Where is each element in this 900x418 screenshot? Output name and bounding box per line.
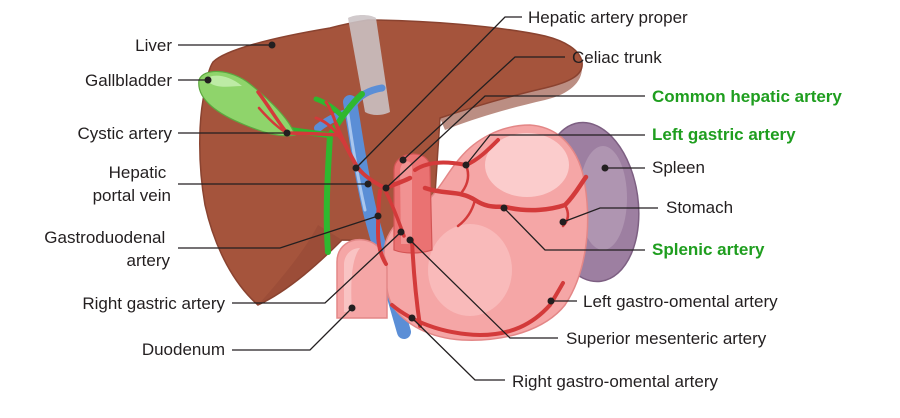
highlighted-labels: Common hepatic artery Left gastric arter… [652,87,842,259]
hepatic-artery-branch-right [314,116,347,147]
common-hepatic-artery-pointer-dot [382,184,390,192]
superior-mesenteric-artery-leader-line [409,239,558,339]
left-gastric-artery-pointer-dot [462,161,470,169]
stomach-pointer-dot [559,218,567,226]
hepatic-artery-branch-left [324,100,338,126]
right-gastric-artery-label: Right gastric artery [82,294,225,313]
hepatic-artery-proper-label: Hepatic artery proper [528,8,688,27]
celiac-trunk-leader-line [402,56,565,161]
right-gastric-artery-leader-line [232,231,402,304]
hepatic-portal-vein-label: Hepatic portal vein [93,163,171,205]
gallbladder-highlight [206,75,242,87]
gastroduodenal-artery-label: Gastroduodenal artery [44,228,170,270]
leader-lines [178,16,658,381]
celiac-trunk-label: Celiac trunk [572,48,662,67]
splenic-artery-leader-line [503,207,645,251]
duodenum-label: Duodenum [142,340,225,359]
celiac-trunk-pointer-dot [399,156,407,164]
stomach-label: Stomach [666,198,733,217]
common-hepatic-artery-label: Common hepatic artery [652,87,842,106]
stomach-organ [383,124,589,341]
stomach-leader-line [562,207,658,223]
left-gastric-artery-leader-line [465,134,645,166]
gallbladder-pointer-dot [204,76,212,84]
right-gastro-omental-artery-leader-line [411,317,505,381]
portal-vein-highlight [345,106,367,212]
superior-mesenteric-artery-pointer-dot [406,236,414,244]
spleen-pointer-dot [601,164,609,172]
celiac-trunk-vessel [393,153,433,254]
right-gastro-omental-artery-label: Right gastro-omental artery [512,372,718,391]
hepatic-artery-proper-pointer-dot [352,164,360,172]
right-gastro-omental-artery-pointer-dot [408,314,416,322]
common-hepatic-artery-leader-line [385,95,645,189]
cystic-artery-label: Cystic artery [78,124,173,143]
aorta-shape [393,153,433,254]
hepatic-portal-vein-label-line-2: portal vein [93,186,171,205]
splenic-artery-vessel [422,174,589,213]
left-gastro-omental-artery-pointer-dot [547,297,555,305]
pointer-dots [204,41,609,322]
gastroduodenal-artery-label-line-1: Gastroduodenal [44,228,165,247]
duodenum-leader-line [232,307,353,351]
superior-mesenteric-artery-label: Superior mesenteric artery [566,329,767,348]
duodenum-organ [336,238,388,319]
hepatic-portal-vein-pointer-dot [364,180,372,188]
liver-label: Liver [135,36,172,55]
common-hepatic-duct [327,91,365,138]
liver-underside-shading [440,68,582,130]
hepatic-artery-proper-leader-line [355,16,522,169]
splenic-artery-label: Splenic artery [652,240,765,259]
duodenum-pointer-dot [348,304,356,312]
labels: Liver Gallbladder Cystic artery Hepatic … [44,8,778,391]
splenic-artery-pointer-dot [500,204,508,212]
left-gastro-omental-artery-label: Left gastro-omental artery [583,292,778,311]
gastroduodenal-artery-leader-line [178,215,379,249]
gastro-omental-arcade [390,281,565,337]
spleen-highlight [579,146,627,250]
gastroduodenal-artery-label-line-2: artery [127,251,171,270]
liver-left-lobe-shading [258,225,342,305]
stomach-fundus-highlight [485,133,569,197]
splenic-artery-stomach-branch [456,198,477,228]
cystic-artery-pointer-dot [283,129,291,137]
liver-organ [199,15,583,306]
gastroduodenal-artery-vessel [376,189,388,266]
right-gastric-artery-pointer-dot [397,228,405,236]
left-gastric-artery-label: Left gastric artery [652,125,796,144]
spleen-label: Spleen [652,158,705,177]
liver-pointer-dot [268,41,276,49]
duodenum-highlight [344,248,360,312]
gastroduodenal-artery-pointer-dot [374,212,382,220]
common-bile-duct [323,132,333,255]
gallbladder-label: Gallbladder [85,71,172,90]
superior-mesenteric-artery-vessel [410,238,422,328]
hepatic-portal-vein-label-line-1: Hepatic [109,163,167,182]
stomach-body-highlight [428,224,512,316]
